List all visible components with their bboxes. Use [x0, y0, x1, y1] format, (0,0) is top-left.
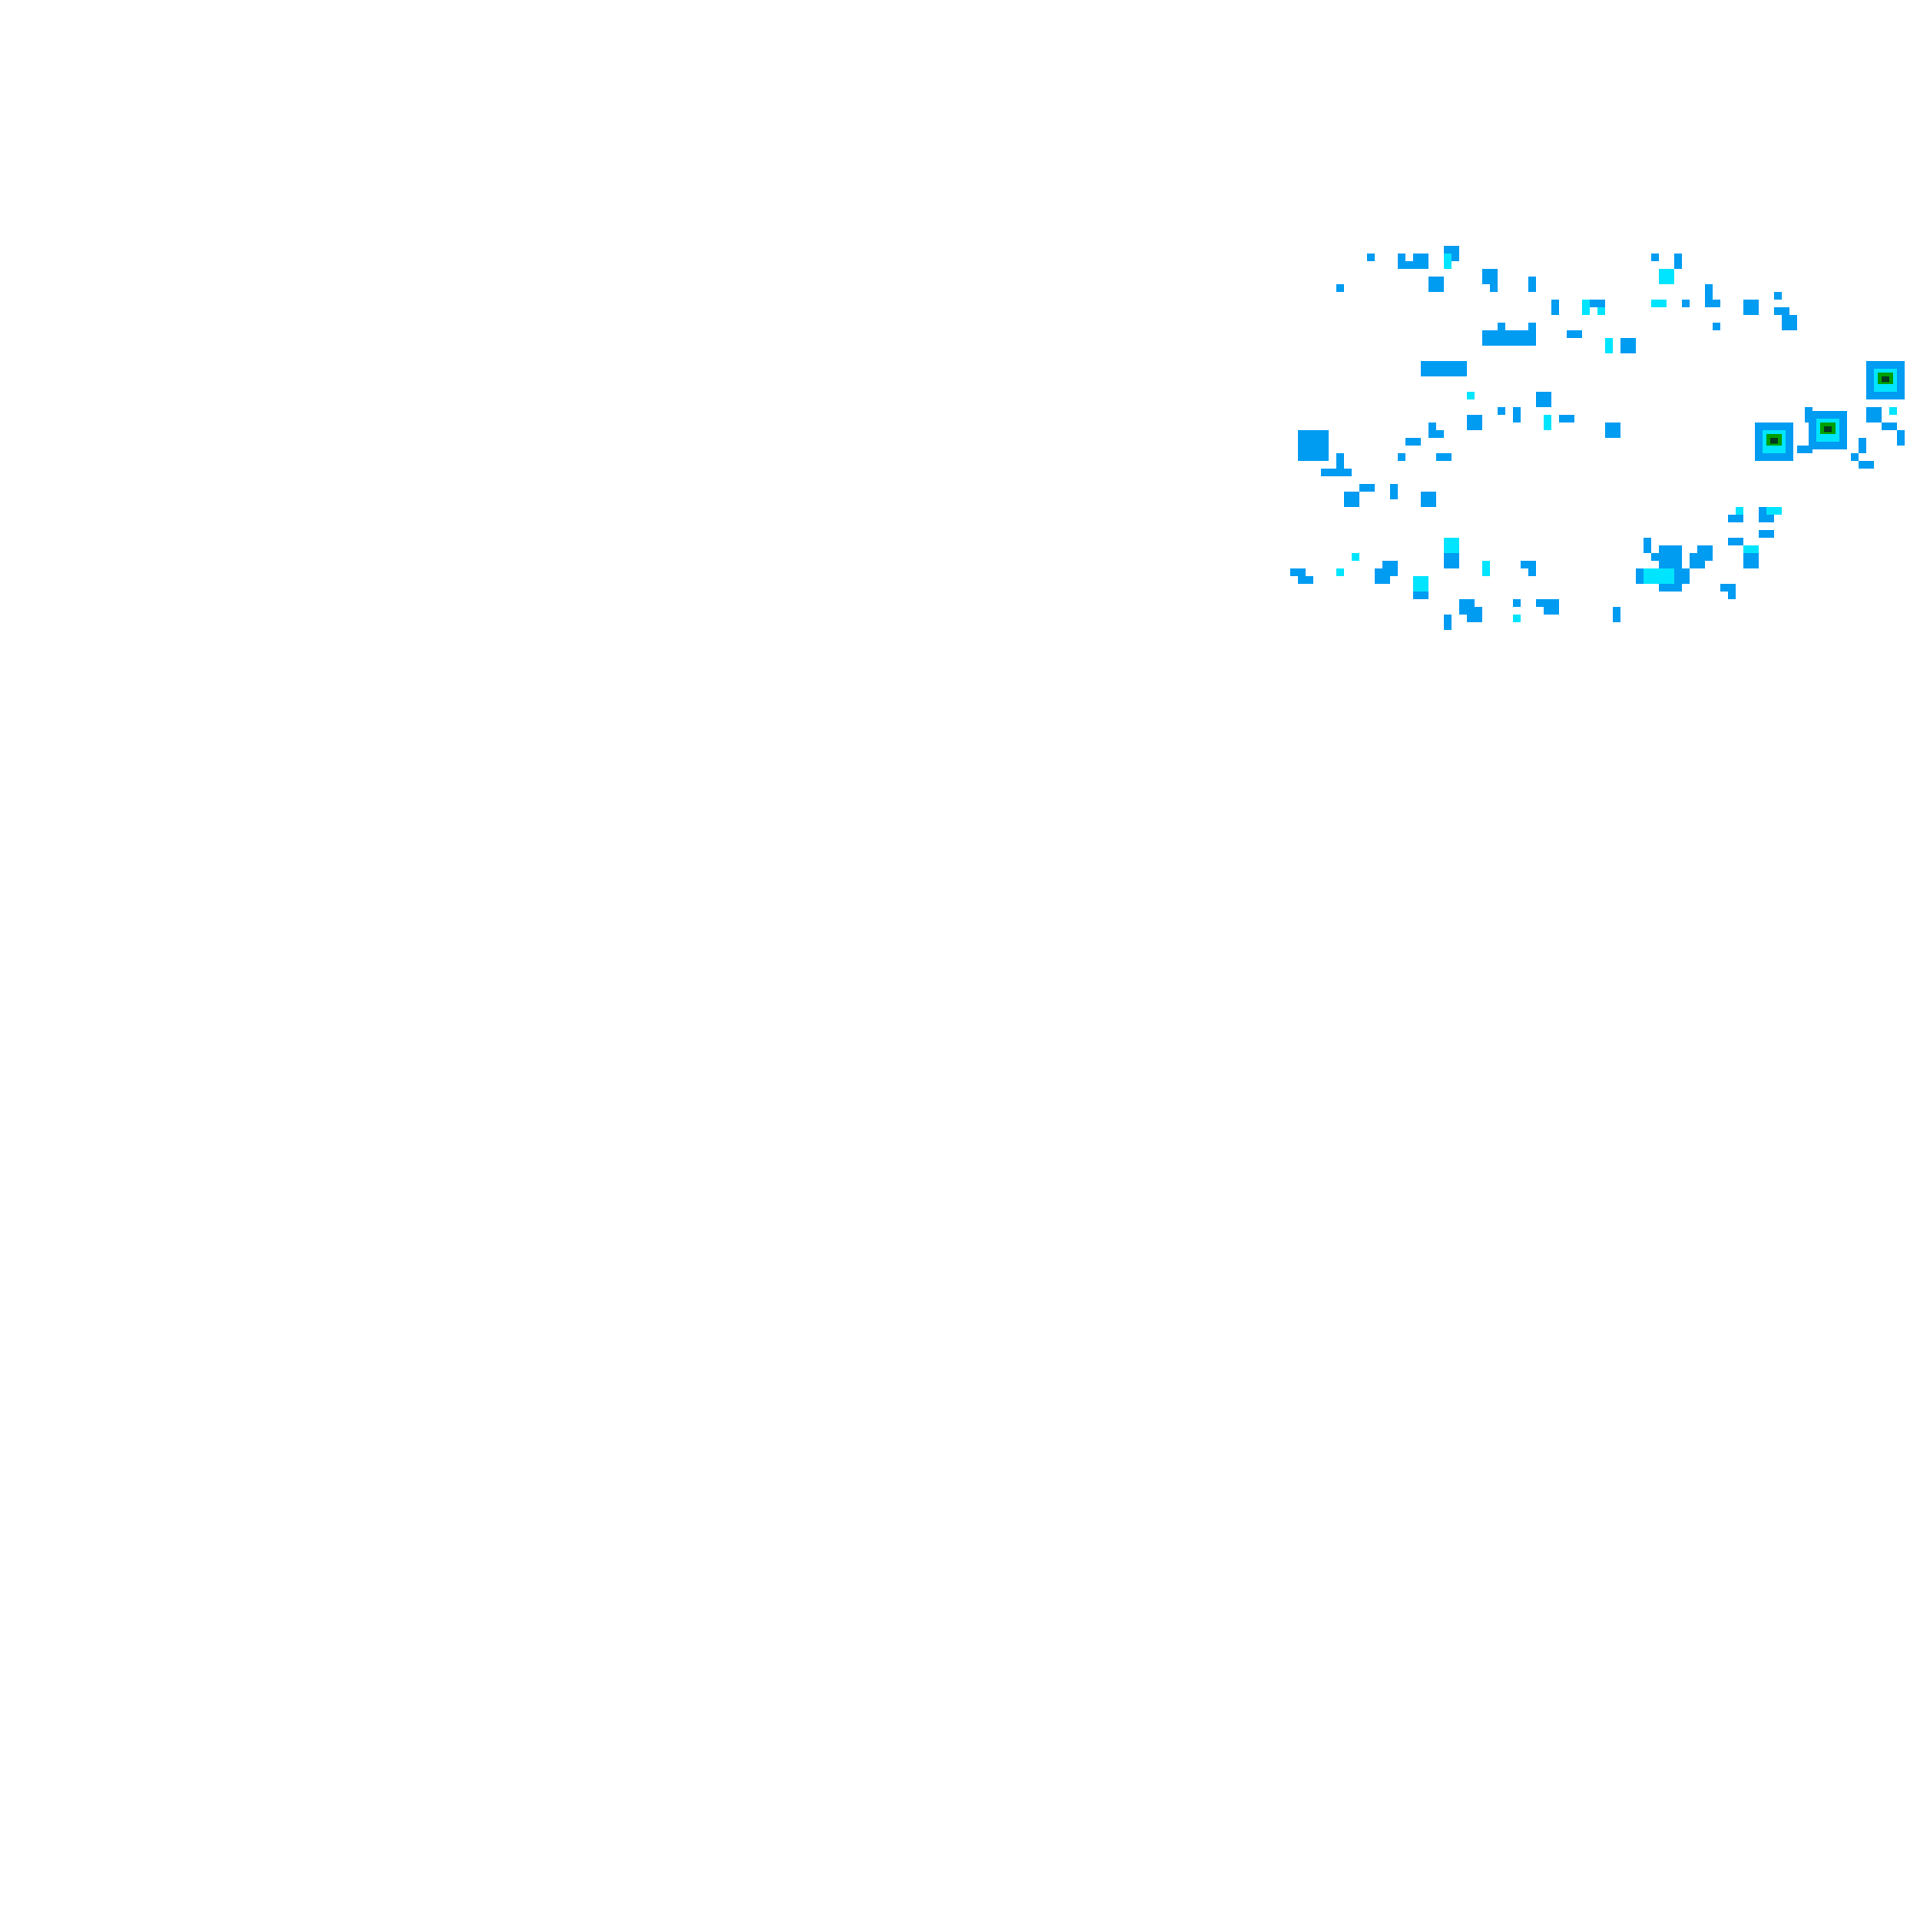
echo-cell: [1651, 254, 1659, 261]
echo-cell: [1544, 415, 1551, 430]
echo-cell: [1352, 553, 1359, 561]
echo-cell: [1513, 615, 1521, 622]
echo-cell: [1336, 453, 1344, 469]
echo-cell: [1567, 330, 1582, 338]
echo-cell: [1682, 300, 1690, 307]
echo-cell: [1882, 423, 1897, 430]
echo-cell: [1344, 492, 1359, 507]
storm-core: [1824, 426, 1832, 432]
echo-cell: [1705, 300, 1720, 307]
echo-cell: [1444, 615, 1452, 630]
echo-cell: [1459, 599, 1475, 615]
echo-cell: [1521, 561, 1536, 568]
echo-cell: [1428, 423, 1436, 430]
echo-cell: [1382, 561, 1398, 576]
echo-cell: [1782, 315, 1797, 330]
echo-cell: [1743, 553, 1759, 568]
echo-cell: [1613, 615, 1620, 622]
echo-cell: [1290, 568, 1306, 576]
echo-cell: [1889, 407, 1897, 415]
echo-cell: [1613, 607, 1620, 615]
echo-cell: [1528, 323, 1536, 330]
echo-cell: [1559, 415, 1574, 423]
echo-cell: [1774, 307, 1789, 315]
storm-core: [1882, 376, 1889, 382]
echo-cell: [1713, 323, 1720, 330]
echo-cell: [1421, 492, 1436, 507]
echo-cell: [1467, 392, 1475, 399]
echo-cell: [1444, 254, 1452, 269]
echo-cell: [1444, 538, 1459, 553]
echo-cell: [1390, 484, 1398, 499]
echo-cell: [1728, 515, 1743, 522]
echo-cell: [1405, 261, 1421, 269]
echo-cell: [1513, 599, 1521, 607]
storm-core: [1770, 438, 1778, 444]
echo-cell: [1774, 292, 1782, 300]
echo-cell: [1743, 545, 1759, 553]
echo-cell: [1482, 561, 1490, 576]
echo-cell: [1413, 576, 1428, 592]
echo-cell: [1674, 254, 1682, 269]
echo-cell: [1851, 453, 1859, 461]
echo-cell: [1859, 438, 1866, 453]
echo-cell: [1605, 338, 1613, 353]
echo-cell: [1743, 300, 1759, 315]
echo-cell: [1398, 254, 1405, 269]
echo-cell: [1659, 269, 1674, 284]
echo-cell: [1467, 415, 1482, 430]
echo-cell: [1605, 423, 1620, 438]
echo-cell: [1405, 438, 1421, 446]
echo-cell: [1444, 553, 1459, 568]
echo-cell: [1513, 407, 1521, 423]
echo-cell: [1544, 599, 1559, 615]
echo-cell: [1367, 254, 1375, 261]
echo-cell: [1336, 469, 1352, 476]
echo-band: [1298, 430, 1329, 461]
echo-cell: [1651, 553, 1659, 561]
echo-cell: [1644, 538, 1651, 553]
echo-cell: [1582, 300, 1590, 315]
echo-cell: [1359, 484, 1375, 492]
echo-cell: [1551, 300, 1559, 315]
echo-cell: [1428, 430, 1444, 438]
echo-cell: [1528, 277, 1536, 292]
echo-band: [1482, 330, 1536, 346]
echo-cell: [1690, 553, 1705, 568]
echo-cell: [1651, 300, 1667, 307]
echo-cell: [1436, 453, 1452, 461]
echo-cell: [1336, 284, 1344, 292]
echo-cell: [1428, 277, 1444, 292]
echo-cell: [1498, 407, 1505, 415]
echo-cell: [1490, 284, 1498, 292]
echo-cell: [1620, 338, 1636, 353]
echo-cell: [1728, 538, 1743, 545]
echo-cell: [1859, 461, 1874, 469]
echo-cell: [1705, 284, 1713, 300]
echo-cell: [1866, 407, 1882, 423]
echo-cell: [1536, 392, 1551, 407]
echo-cell: [1597, 307, 1605, 315]
echo-cell: [1413, 592, 1428, 599]
echo-cell: [1897, 430, 1905, 446]
echo-cell: [1536, 599, 1544, 607]
echo-cell: [1321, 469, 1336, 476]
echo-cell: [1797, 446, 1812, 453]
echo-cell: [1720, 584, 1728, 592]
echo-cell: [1336, 568, 1344, 576]
echo-band: [1421, 361, 1467, 376]
echo-cell: [1728, 584, 1736, 599]
echo-cell: [1766, 507, 1782, 515]
echo-band: [1644, 568, 1674, 584]
echo-cell: [1590, 300, 1605, 307]
echo-cell: [1482, 269, 1498, 284]
echo-cell: [1298, 576, 1313, 584]
echo-cell: [1398, 453, 1405, 461]
echo-cell: [1759, 530, 1774, 538]
